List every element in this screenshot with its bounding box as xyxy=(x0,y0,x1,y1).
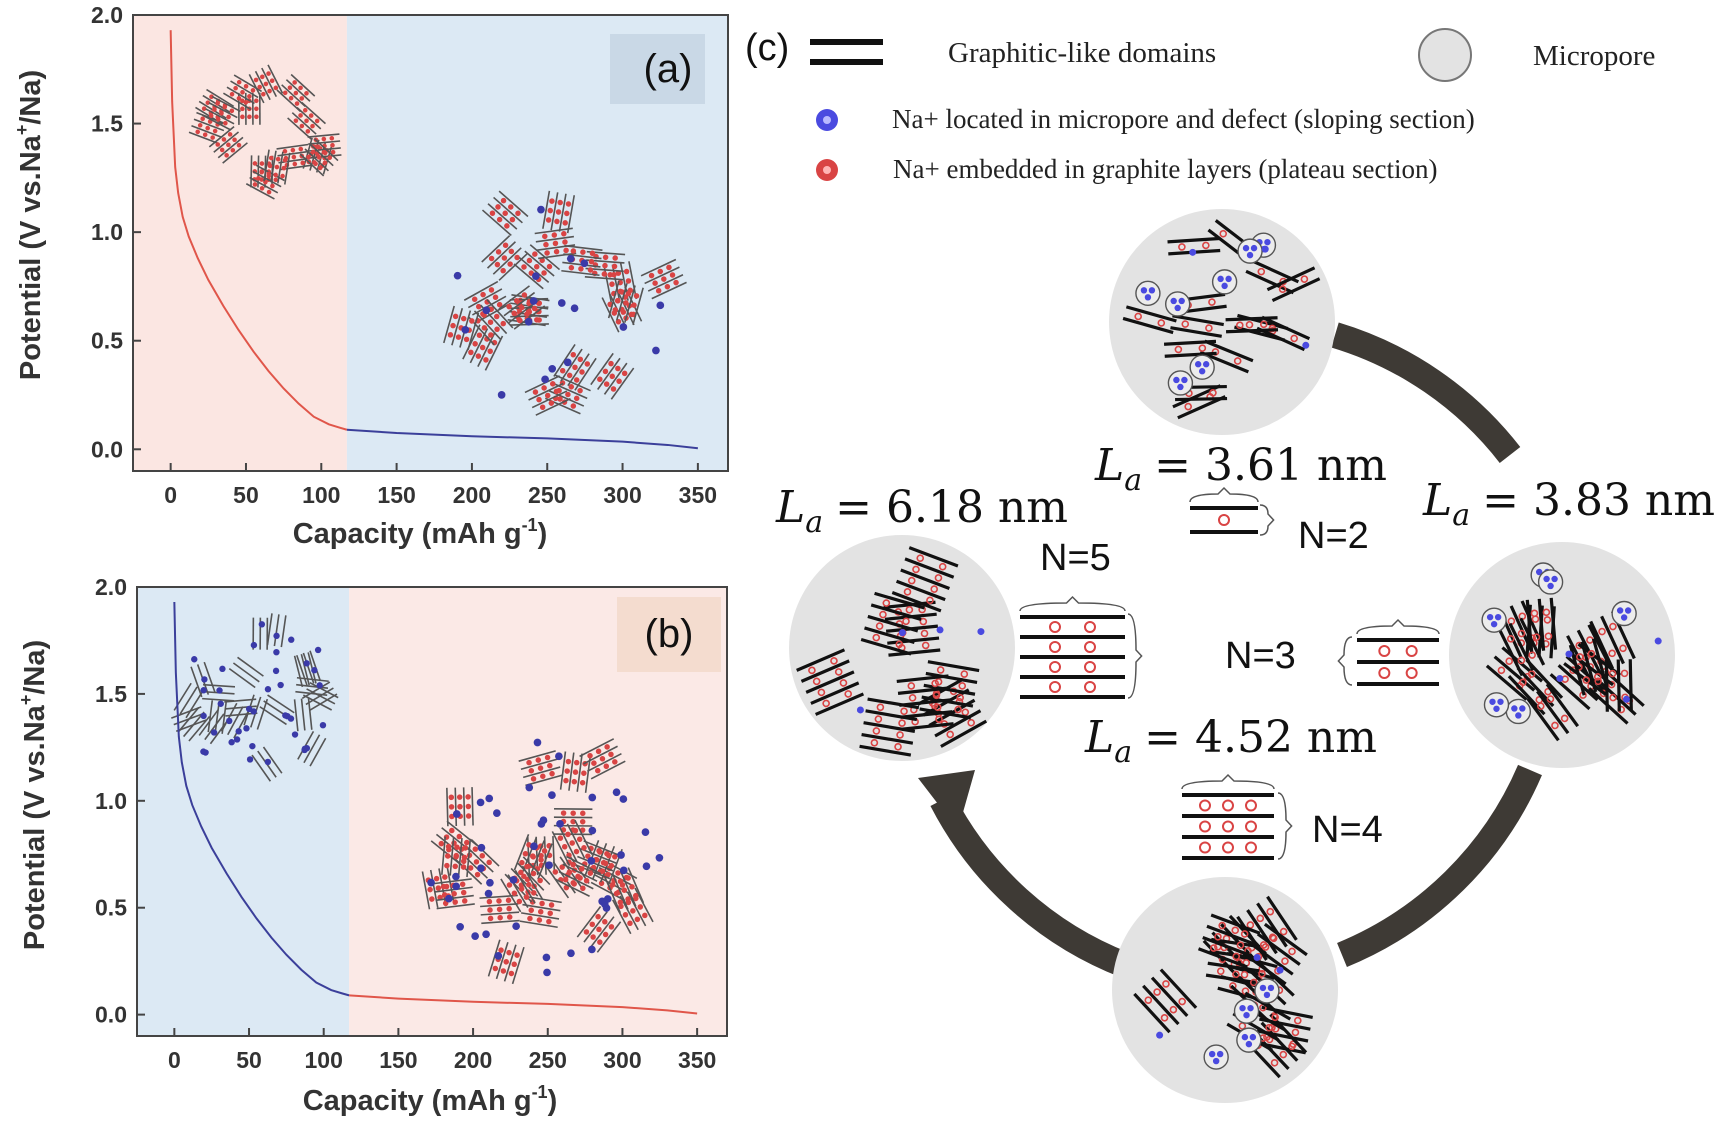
legend-micropore-label: Micropore xyxy=(1533,40,1655,72)
b-x-tick-label: 300 xyxy=(603,1047,641,1073)
panel-c-label: (c) xyxy=(745,27,789,69)
a-x-tick-label: 100 xyxy=(302,482,340,508)
arrow-right-to-bottom xyxy=(1337,764,1542,968)
a-y-tick-label: 1.5 xyxy=(91,111,123,137)
panel-a-label: (a) xyxy=(644,47,693,91)
panel-b-label-box xyxy=(617,597,721,672)
a-x-tick-label: 350 xyxy=(679,482,717,508)
a-y-tick-label: 2.0 xyxy=(91,2,123,28)
panel-a-plot-frame xyxy=(132,14,729,472)
panel-a-illustration-large xyxy=(443,190,687,416)
panel-b-series-plateau xyxy=(349,994,698,1015)
n-label-n5: N=5 xyxy=(1040,537,1111,579)
panel-a-y-axis-label: Potential (V vs.Na+/Na) xyxy=(12,70,47,380)
panel-a-label-box xyxy=(610,34,705,104)
panel-b-sloping-region xyxy=(137,587,350,1036)
legend-graphitic-label: Graphitic-like domains xyxy=(948,37,1216,69)
a-x-tick-label: 250 xyxy=(528,482,566,508)
panel-b-y-ticks: 0.0 0.5 1.0 1.5 2.0 xyxy=(95,574,145,1028)
panel-b-x-ticks: 0 50 100 150 200 250 300 350 xyxy=(168,1028,716,1073)
b-y-tick-label: 0.5 xyxy=(95,895,127,921)
state-circle-n5 xyxy=(789,535,1015,761)
n-label-n3: N=3 xyxy=(1225,635,1296,677)
b-y-tick-label: 2.0 xyxy=(95,574,127,600)
b-x-tick-label: 250 xyxy=(529,1047,567,1073)
legend: Graphitic-like domains Micropore Na+ loc… xyxy=(810,28,1655,184)
a-x-tick-label: 0 xyxy=(164,482,177,508)
b-x-tick-label: 0 xyxy=(168,1047,181,1073)
panel-b-plot-frame xyxy=(136,586,728,1037)
arrow-bottom-to-left xyxy=(930,794,1130,978)
n-label-n2: N=2 xyxy=(1298,515,1369,557)
layer-stack-n4 xyxy=(1181,773,1293,860)
micropore-legend-icon xyxy=(1418,28,1472,82)
panel-a-series-sloping xyxy=(169,30,348,431)
b-x-tick-label: 100 xyxy=(305,1047,343,1073)
a-y-tick-label: 0.0 xyxy=(91,436,123,462)
b-x-tick-label: 150 xyxy=(379,1047,417,1073)
layer-stack-n3 xyxy=(1337,618,1440,686)
legend-na-blue-label: Na+ located in micropore and defect (slo… xyxy=(892,104,1475,134)
n-label-n4: N=4 xyxy=(1312,809,1383,851)
la-label-n3: La= 3.83 nm xyxy=(1422,475,1715,533)
la-label-n5: La= 6.18 nm xyxy=(775,482,1068,540)
panel-b-chart: (b) 0 50 100 150 200 250 300 350 0.0 0.5 1.0 1.5 2.… xyxy=(16,574,728,1117)
state-circle-n3 xyxy=(1449,542,1675,768)
panel-a-chart: (a) 0 50 100 150 200 250 300 350 0.0 0.5 1.0 1.5 2.… xyxy=(12,2,729,550)
panel-b-series-sloping xyxy=(173,601,350,997)
panel-a-x-axis-label: Capacity (mAh g-1) xyxy=(293,515,548,550)
a-x-tick-label: 150 xyxy=(377,482,415,508)
b-y-tick-label: 1.5 xyxy=(95,681,127,707)
layer-stack-n5 xyxy=(1019,595,1143,699)
state-circle-n4 xyxy=(1112,877,1338,1103)
state-circle-n2 xyxy=(1109,209,1335,435)
panel-b-illustration-large xyxy=(421,738,664,985)
panel-a-series-plateau xyxy=(346,428,698,450)
a-x-tick-label: 200 xyxy=(453,482,491,508)
panel-a-y-ticks: 0.0 0.5 1.0 1.5 2.0 xyxy=(91,2,141,462)
panel-a-sloping-region xyxy=(133,15,347,471)
a-x-tick-label: 50 xyxy=(233,482,259,508)
b-x-tick-label: 50 xyxy=(236,1047,262,1073)
panel-b-label: (b) xyxy=(645,612,694,656)
a-y-tick-label: 1.0 xyxy=(91,219,123,245)
b-x-tick-label: 200 xyxy=(454,1047,492,1073)
la-label-n4: La= 4.52 nm xyxy=(1084,712,1377,770)
a-y-tick-label: 0.5 xyxy=(91,328,123,354)
layer-stack-n2 xyxy=(1189,486,1275,536)
b-x-tick-label: 350 xyxy=(678,1047,716,1073)
legend-na-red-label: Na+ embedded in graphite layers (plateau… xyxy=(893,154,1438,184)
la-label-n2: La= 3.61 nm xyxy=(1094,440,1387,498)
panel-c-diagram: (c) Graphitic-like domains Micropore Na+… xyxy=(745,27,1715,1103)
panel-b-y-axis-label: Potential (V vs.Na+/Na) xyxy=(16,640,51,950)
a-x-tick-label: 300 xyxy=(603,482,641,508)
panel-a-x-ticks: 0 50 100 150 200 250 300 350 xyxy=(164,463,717,508)
panel-b-x-axis-label: Capacity (mAh g-1) xyxy=(303,1082,558,1117)
b-y-tick-label: 1.0 xyxy=(95,788,127,814)
b-y-tick-label: 0.0 xyxy=(95,1002,127,1028)
arrow-head-left xyxy=(918,770,975,830)
panel-a-illustration-small xyxy=(188,64,342,200)
arrow-top-to-right xyxy=(1331,322,1521,464)
